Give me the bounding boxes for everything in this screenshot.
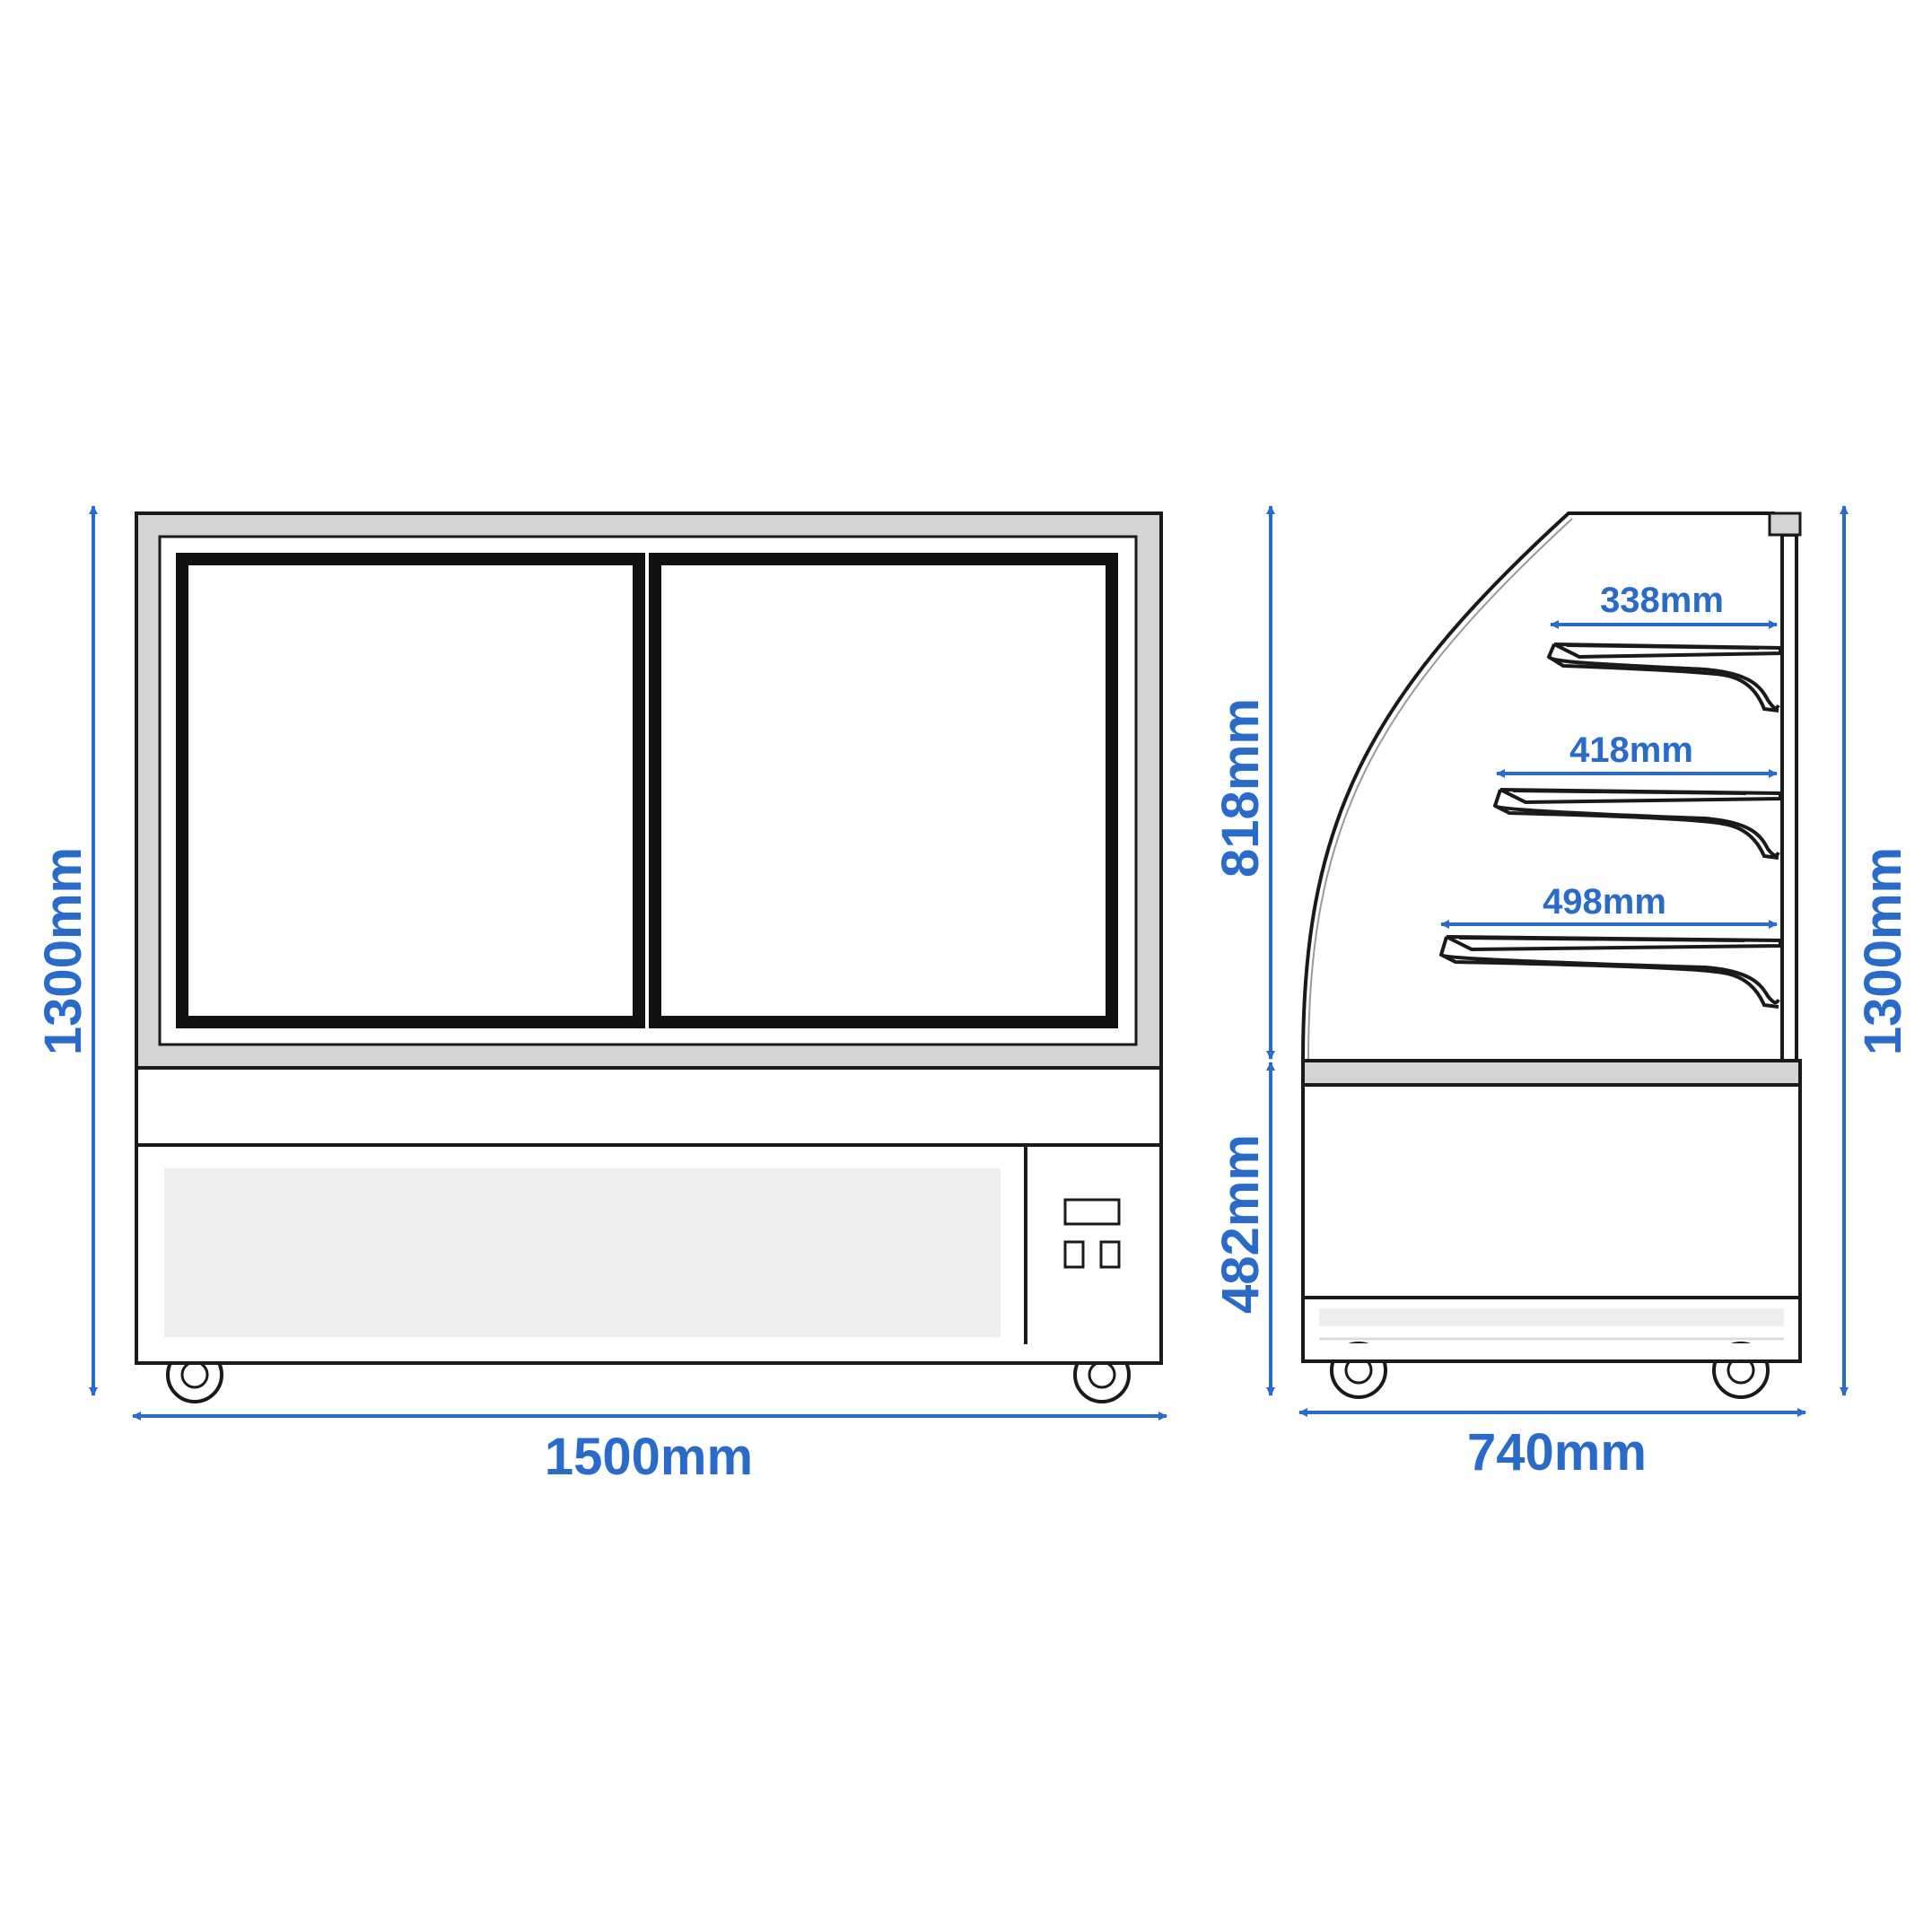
- front-width-label: 1500mm: [545, 1428, 753, 1486]
- rear-cap: [1768, 511, 1802, 537]
- front-view: 1300mm 1500mm: [34, 505, 1167, 1486]
- shelf-top: [1546, 643, 1782, 712]
- rear-post: [1780, 533, 1798, 1062]
- shelf-middle: [1492, 788, 1782, 860]
- depth-label: 740mm: [1467, 1423, 1647, 1482]
- shelf-top-dim-label: 338mm: [1600, 581, 1724, 620]
- side-total-height-label: 1300mm: [1854, 847, 1912, 1055]
- side-grille: [1319, 1308, 1784, 1326]
- shelf-bottom-dim-label: 498mm: [1543, 882, 1666, 922]
- sliding-door-right: [649, 553, 1118, 1028]
- control-button-left: [1063, 1240, 1085, 1269]
- shelf-bottom: [1438, 935, 1782, 1009]
- side-view: 338mm 418mm 498mm 818mm 482mm 1300mm 740…: [1211, 505, 1912, 1482]
- lower-height-label: 482mm: [1211, 1134, 1270, 1314]
- front-lower-panel: [164, 1168, 1001, 1337]
- curved-glass: [1301, 511, 1775, 1062]
- shelf-middle-dim-label: 418mm: [1569, 730, 1693, 770]
- upper-height-label: 818mm: [1211, 698, 1270, 878]
- control-button-right: [1099, 1240, 1121, 1269]
- front-height-label: 1300mm: [34, 847, 92, 1055]
- sliding-door-left: [176, 553, 645, 1028]
- display-screen: [1063, 1198, 1121, 1226]
- counter-top: [1301, 1059, 1802, 1087]
